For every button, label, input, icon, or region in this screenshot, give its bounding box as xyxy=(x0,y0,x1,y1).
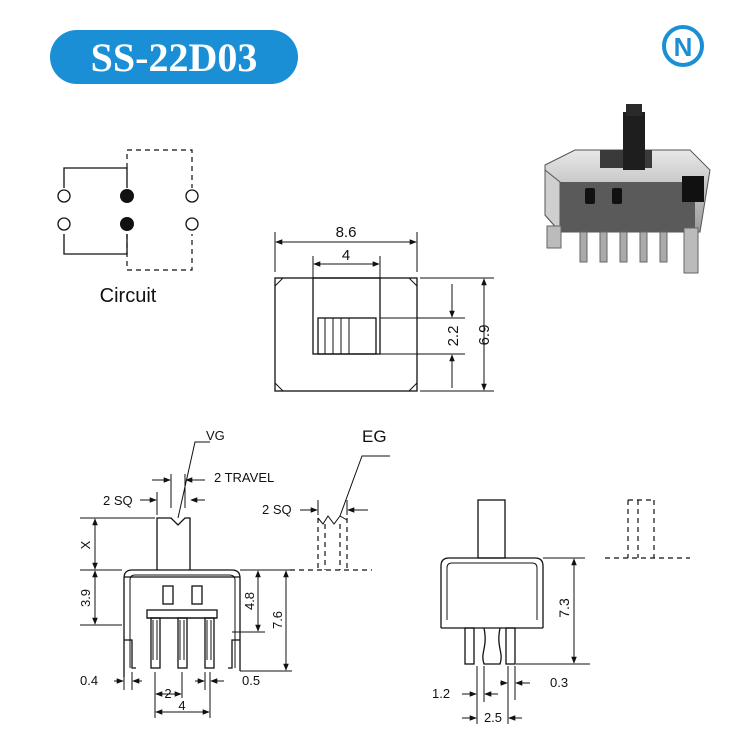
dim-7-3: 7.3 xyxy=(556,598,572,618)
label-eg-2-sq: 2 SQ xyxy=(262,502,292,517)
dim-x: X xyxy=(78,540,93,549)
label-2-travel: 2 TRAVEL xyxy=(214,470,274,485)
dim-height-6-9: 6.9 xyxy=(476,325,493,346)
label-2-sq: 2 SQ xyxy=(103,493,133,508)
dim-2-5: 2.5 xyxy=(484,710,502,725)
front-view: VG 2 TRAVEL 2 SQ X 3.9 4.8 7.6 xyxy=(78,428,292,718)
dim-3-9: 3.9 xyxy=(78,589,93,607)
top-view: 8.6 4 2.2 6.9 xyxy=(274,224,494,392)
label-vg: VG xyxy=(206,428,225,443)
dim-1-2: 1.2 xyxy=(432,686,450,701)
dim-0-4: 0.4 xyxy=(80,673,98,688)
eg-view: EG 2 SQ xyxy=(262,427,390,571)
dim-inner-width-4: 4 xyxy=(342,247,350,264)
dim-7-6: 7.6 xyxy=(270,611,285,629)
dim-0-5: 0.5 xyxy=(242,673,260,688)
dim-4-8: 4.8 xyxy=(242,592,257,610)
dim-2: 2 xyxy=(164,686,171,701)
dim-4: 4 xyxy=(178,698,185,713)
circuit-diagram: Circuit xyxy=(57,149,199,307)
svg-text:N: N xyxy=(674,32,693,62)
dim-0-3: 0.3 xyxy=(550,675,568,690)
brand-logo-icon: N xyxy=(662,25,704,67)
part-title-badge: SS-22D03 xyxy=(50,30,298,84)
side-view: 7.3 1.2 0.3 2.5 xyxy=(432,499,690,725)
part-number: SS-22D03 xyxy=(90,34,258,80)
circuit-label: Circuit xyxy=(100,285,157,307)
dim-width-8-6: 8.6 xyxy=(336,224,357,241)
product-photo xyxy=(544,104,711,274)
dim-knob-2-2: 2.2 xyxy=(445,326,462,347)
label-eg: EG xyxy=(362,427,387,446)
